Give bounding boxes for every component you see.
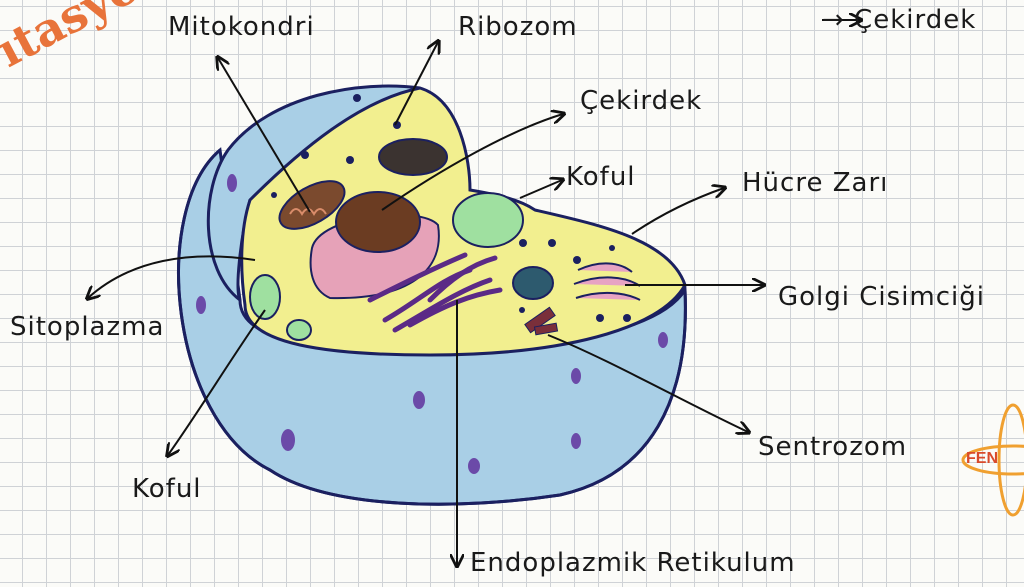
- logo-text: FEN: [966, 450, 998, 468]
- label-centrosome: Sentrozom: [758, 432, 907, 462]
- vacuole-icon: [287, 320, 311, 340]
- label-cell-membrane: Hücre Zarı: [742, 168, 888, 198]
- label-nucleus: Çekirdek: [580, 86, 702, 116]
- label-nucleus-top: → Çekirdek: [822, 5, 976, 35]
- label-ribosome: Ribozom: [458, 12, 578, 42]
- atom-logo-icon: FEN: [958, 400, 1024, 530]
- ribosome-icon: [513, 267, 553, 299]
- label-golgi: Golgi Cisimciği: [778, 282, 985, 312]
- label-mitochondria: Mitokondri: [168, 12, 315, 42]
- label-endoplasmic-reticulum: Endoplazmik Retikulum: [470, 548, 796, 578]
- vacuole-icon: [250, 275, 280, 319]
- label-cytoplasm: Sitoplazma: [10, 312, 164, 342]
- label-vacuole-bottom: Koful: [132, 474, 202, 504]
- vacuole-icon: [453, 193, 523, 247]
- mitochondria-icon: [379, 139, 447, 175]
- label-vacuole-top: Koful: [566, 162, 636, 192]
